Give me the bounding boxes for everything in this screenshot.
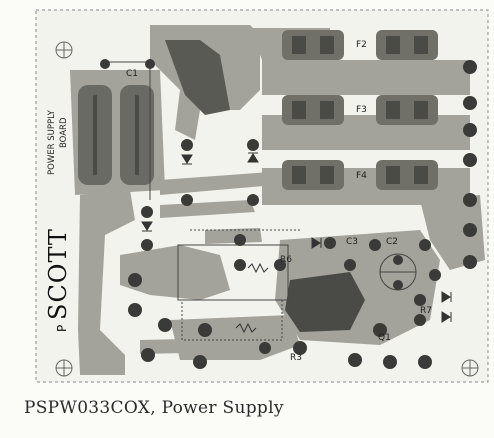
brand-logo: SCOTT bbox=[44, 228, 72, 320]
board-subtitle: BOARD bbox=[59, 117, 69, 148]
resistors bbox=[235, 262, 269, 334]
mounting-holes bbox=[55, 41, 479, 377]
solder-pads bbox=[100, 59, 477, 369]
ground-plane bbox=[285, 272, 365, 332]
label-f2: F2 bbox=[356, 40, 367, 50]
label-c2: C2 bbox=[386, 237, 398, 247]
brand-prefix: P bbox=[55, 325, 69, 332]
figure-caption: PSPW033COX, Power Supply bbox=[24, 398, 284, 418]
filter-capacitors bbox=[78, 85, 154, 185]
heatsink-pad bbox=[165, 40, 230, 115]
label-f4: F4 bbox=[356, 171, 367, 181]
label-r6: R6 bbox=[280, 255, 292, 265]
label-c1: C1 bbox=[126, 69, 138, 79]
label-r3: R3 bbox=[290, 353, 302, 363]
board-title: POWER SUPPLY bbox=[47, 109, 57, 175]
label-r7: R7 bbox=[420, 306, 432, 316]
diodes bbox=[141, 152, 452, 323]
label-f3: F3 bbox=[356, 105, 367, 115]
label-q1: Q1 bbox=[378, 333, 391, 343]
label-c3: C3 bbox=[346, 237, 358, 247]
fuse-holders bbox=[282, 30, 438, 190]
